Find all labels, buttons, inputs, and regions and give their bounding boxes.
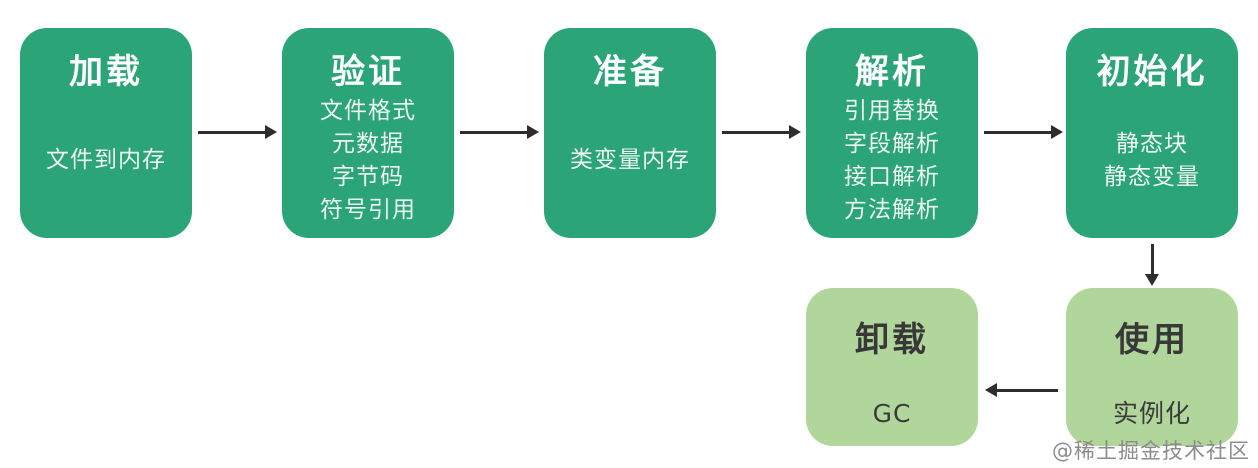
stage-unload-body: GC <box>873 361 912 446</box>
stage-prepare-title: 准备 <box>593 52 667 92</box>
arrow-resolve-to-initialize <box>984 125 1063 139</box>
stage-load-title: 加载 <box>69 52 143 92</box>
arrow-load-to-verify <box>198 125 277 139</box>
stage-line: 符号引用 <box>320 196 416 223</box>
stage-unload-title: 卸载 <box>855 320 929 360</box>
arrow-initialize-to-use <box>1145 244 1159 286</box>
stage-line: 实例化 <box>1112 399 1191 428</box>
stage-use: 使用 实例化 <box>1066 288 1238 446</box>
stage-verify-body: 文件格式 元数据 字节码 符号引用 <box>320 93 416 238</box>
stage-initialize-body: 静态块 静态变量 <box>1104 93 1200 238</box>
stage-resolve-title: 解析 <box>855 52 929 92</box>
stage-load-body: 文件到内存 <box>46 93 166 238</box>
stage-line: 接口解析 <box>844 163 940 190</box>
arrow-verify-to-prepare <box>460 125 539 139</box>
stage-line: 类变量内存 <box>570 147 690 173</box>
stage-line: 元数据 <box>332 130 404 157</box>
stage-use-title: 使用 <box>1115 320 1189 360</box>
stage-line: 静态块 <box>1116 130 1188 157</box>
stage-use-body: 实例化 <box>1113 361 1191 446</box>
stage-line: 文件到内存 <box>46 147 166 173</box>
arrow-use-to-unload <box>985 383 1058 397</box>
stage-resolve: 解析 引用替换 字段解析 接口解析 方法解析 <box>806 28 978 238</box>
stage-prepare: 准备 类变量内存 <box>544 28 716 238</box>
arrow-prepare-to-resolve <box>722 125 801 139</box>
stage-line: GC <box>872 399 912 428</box>
stage-line: 字段解析 <box>844 130 940 157</box>
stage-line: 静态变量 <box>1104 163 1200 190</box>
stage-load: 加载 文件到内存 <box>20 28 192 238</box>
stage-line: 引用替换 <box>844 97 940 124</box>
stage-line: 字节码 <box>332 163 404 190</box>
stage-line: 文件格式 <box>320 97 416 124</box>
stage-resolve-body: 引用替换 字段解析 接口解析 方法解析 <box>844 93 940 238</box>
stage-initialize: 初始化 静态块 静态变量 <box>1066 28 1238 238</box>
stage-unload: 卸载 GC <box>806 288 978 446</box>
stage-verify-title: 验证 <box>331 52 405 92</box>
stage-prepare-body: 类变量内存 <box>570 93 690 238</box>
stage-verify: 验证 文件格式 元数据 字节码 符号引用 <box>282 28 454 238</box>
watermark: @稀土掘金技术社区 <box>1052 439 1250 463</box>
stage-initialize-title: 初始化 <box>1096 52 1208 92</box>
stage-line: 方法解析 <box>844 196 940 223</box>
